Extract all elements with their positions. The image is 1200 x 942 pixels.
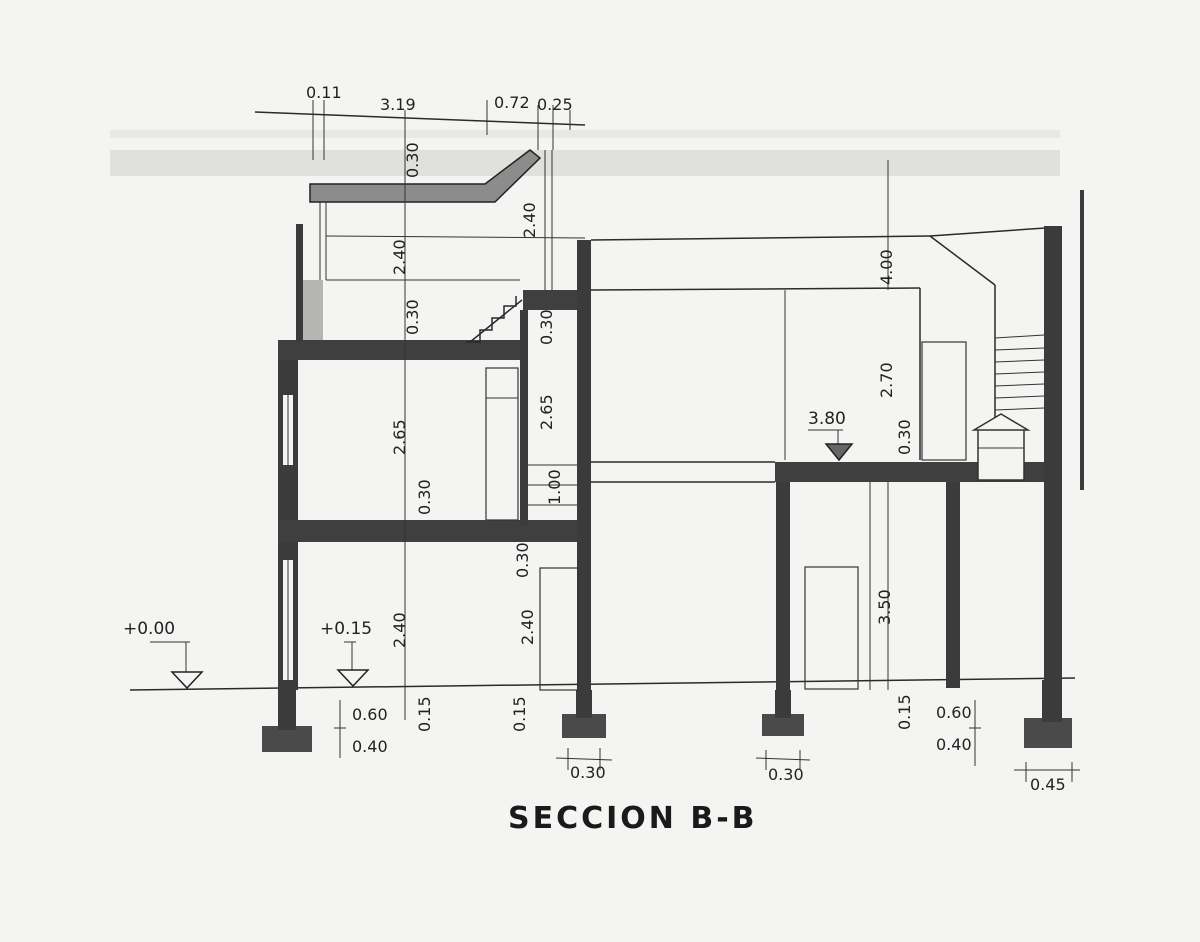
dim-footing-depth-left: 0.60 — [352, 705, 388, 724]
dim-plinth-a: 0.15 — [415, 696, 434, 732]
dim-floor1-slab-top: 0.30 — [513, 542, 532, 578]
dim-top-3: 0.72 — [494, 93, 530, 112]
paper-noise-band — [110, 130, 1060, 176]
dim-floor2-stair: 2.65 — [537, 394, 556, 430]
dim-footing-depth-right: 0.60 — [936, 703, 972, 722]
dim-stair-slab: 0.30 — [537, 309, 556, 345]
dim-right-slab: 0.30 — [895, 419, 914, 455]
level-markers: +0.00 +0.15 3.80 — [123, 409, 854, 690]
dim-width-3: 0.45 — [1030, 775, 1066, 794]
dim-rail-height: 1.00 — [545, 469, 564, 505]
ground-line — [129, 677, 1076, 691]
dim-roof-height-a: 2.40 — [390, 239, 409, 275]
dim-width-1: 0.30 — [570, 763, 606, 782]
dim-roof-base: 0.30 — [403, 299, 422, 335]
level-ground-inside: +0.15 — [320, 619, 372, 639]
dim-width-2: 0.30 — [768, 765, 804, 784]
dim-floor1-height-b: 2.40 — [518, 609, 537, 645]
section-title: SECCION B-B — [508, 801, 758, 836]
dim-top-2: 3.19 — [380, 95, 416, 114]
dim-plinth-b: 0.15 — [510, 696, 529, 732]
left-building — [278, 110, 591, 720]
top-dimension-line: 0.11 3.19 0.72 0.25 — [254, 83, 586, 160]
dim-top-4: 0.25 — [537, 95, 573, 114]
dim-footing-base-left: 0.40 — [352, 737, 388, 756]
level-terrace: 3.80 — [808, 409, 846, 429]
dim-right-upper: 2.70 — [877, 362, 896, 398]
vertical-dimensions: 0.30 2.40 2.40 0.30 0.30 2.65 2.65 0.30 … — [390, 142, 914, 648]
dim-footing-base-right: 0.40 — [936, 735, 972, 754]
dim-floor2-height: 2.65 — [390, 419, 409, 455]
dim-plinth-c: 0.15 — [895, 694, 914, 730]
foundation-dimensions: 0.15 0.15 0.15 0.60 0.40 0.60 0.40 0.30 … — [334, 694, 1080, 794]
dim-roof-slab: 0.30 — [403, 142, 422, 178]
dim-right-tall: 4.00 — [877, 249, 896, 285]
footings — [262, 680, 1072, 752]
dim-right-lower: 3.50 — [875, 589, 894, 625]
dim-floor1-height: 2.40 — [390, 612, 409, 648]
right-stair — [994, 334, 1045, 411]
dim-floor2-slab: 0.30 — [415, 479, 434, 515]
level-ground-outside: +0.00 — [123, 619, 175, 639]
dim-top-1: 0.11 — [306, 83, 342, 102]
dim-roof-height-b: 2.40 — [520, 202, 539, 238]
right-building — [590, 160, 1084, 690]
